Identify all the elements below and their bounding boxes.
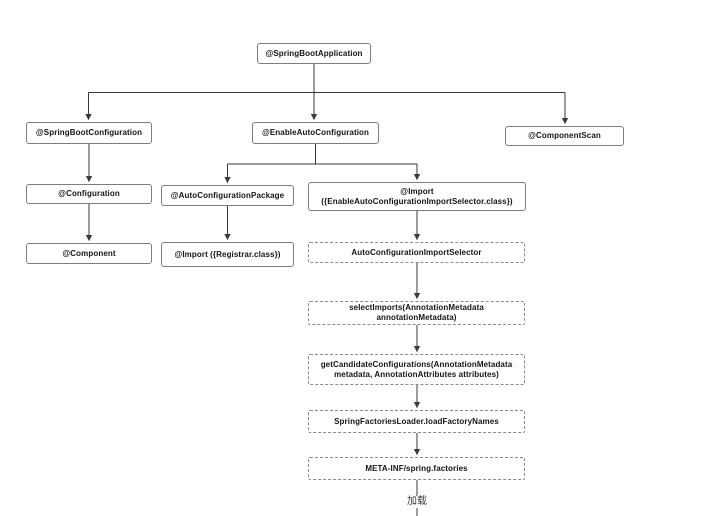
- node-component: @Component: [26, 243, 152, 264]
- node-get-candidate-configurations: getCandidateConfigurations(AnnotationMet…: [308, 354, 525, 385]
- node-component-scan: @ComponentScan: [505, 126, 624, 146]
- node-import-enable-auto-configuration-import-selector: @Import ({EnableAutoConfigurationImportS…: [308, 182, 526, 211]
- node-auto-configuration-package: @AutoConfigurationPackage: [161, 185, 294, 206]
- node-spring-boot-configuration: @SpringBootConfiguration: [26, 122, 152, 144]
- node-import-registrar: @Import ({Registrar.class}): [161, 242, 294, 267]
- node-select-imports: selectImports(AnnotationMetadata annotat…: [308, 301, 525, 325]
- node-configuration: @Configuration: [26, 184, 152, 204]
- node-enable-auto-configuration: @EnableAutoConfiguration: [252, 122, 379, 144]
- node-meta-inf-spring-factories: META-INF/spring.factories: [308, 457, 525, 480]
- node-spring-factories-loader: SpringFactoriesLoader.loadFactoryNames: [308, 410, 525, 433]
- edge-label-load: 加载: [405, 496, 429, 508]
- node-auto-configuration-import-selector: AutoConfigurationImportSelector: [308, 242, 525, 263]
- node-spring-boot-application: @SpringBootApplication: [257, 43, 371, 64]
